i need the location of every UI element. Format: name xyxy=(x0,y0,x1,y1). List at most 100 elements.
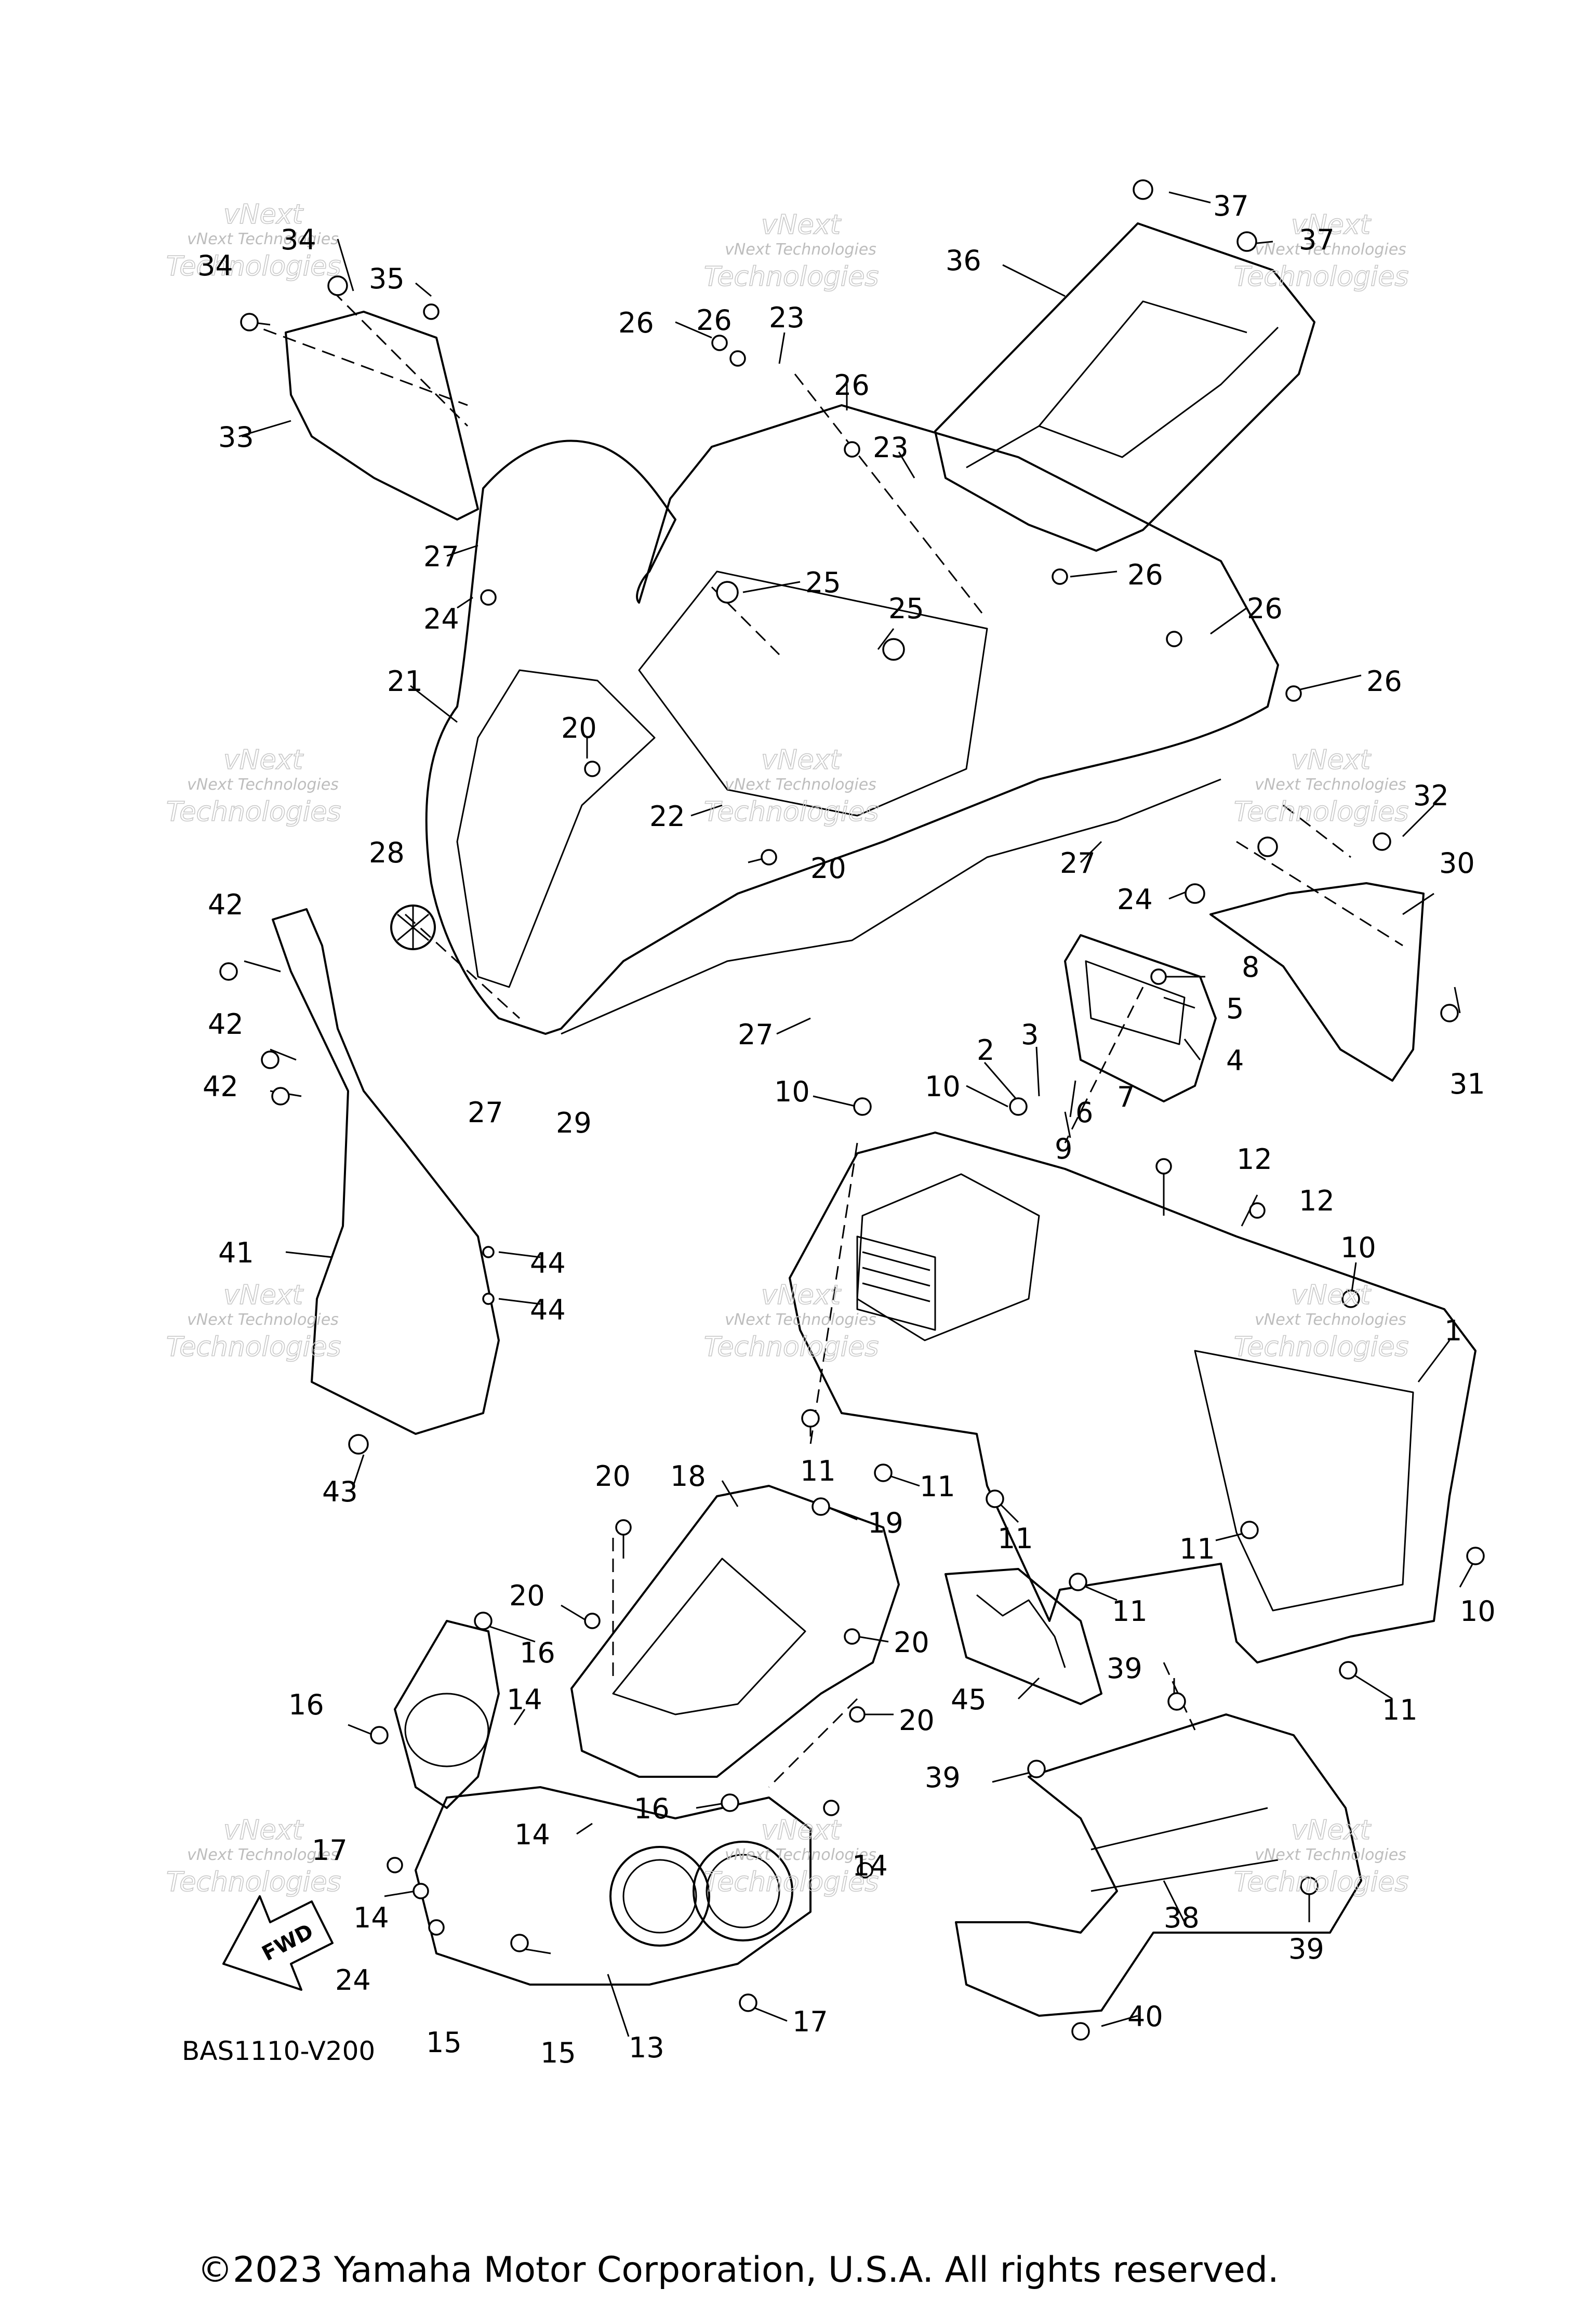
callout-27a: 27 xyxy=(423,540,459,573)
part-outlines xyxy=(272,222,1477,2017)
assembly-lines xyxy=(244,290,1403,1788)
callout-17b: 17 xyxy=(792,2005,828,2038)
meter-housing-inner xyxy=(1085,960,1186,1045)
lower-guard-38 xyxy=(955,1713,1362,2017)
headlight-lens-left-inner xyxy=(622,1859,697,1934)
headlight-lens-left xyxy=(609,1846,710,1947)
callout-27c: 27 xyxy=(468,1096,503,1129)
grille-28-spokes xyxy=(397,907,429,948)
callout-25a: 25 xyxy=(805,566,841,599)
watermark-2: vNext vNext Technologies Technologies xyxy=(703,209,879,293)
callout-26b: 26 xyxy=(618,307,654,339)
svg-text:Technologies: Technologies xyxy=(166,796,341,828)
callout-22: 22 xyxy=(649,800,685,833)
callout-2: 2 xyxy=(977,1034,994,1067)
grille-28 xyxy=(390,904,436,950)
watermark-4: vNext vNext Technologies Technologies xyxy=(166,744,341,828)
front-panel-1 xyxy=(789,1132,1477,1664)
callout-3: 3 xyxy=(1021,1018,1039,1051)
front-fender-21 xyxy=(425,404,1279,1035)
callout-34a: 34 xyxy=(197,249,233,282)
callout-31: 31 xyxy=(1449,1068,1485,1100)
callout-42a: 42 xyxy=(208,888,244,921)
callout-11b: 11 xyxy=(920,1470,955,1503)
callout-39c: 39 xyxy=(1288,1933,1324,1965)
svg-text:vNext: vNext xyxy=(1291,744,1371,776)
fwd-arrow-icon xyxy=(222,1895,334,1991)
callout-14d: 14 xyxy=(852,1850,888,1882)
callout-20c: 20 xyxy=(894,1626,929,1659)
callout-25b: 25 xyxy=(888,592,924,625)
watermark-11: vNext vNext Technologies Technologies xyxy=(703,1814,879,1898)
meter-housing-4 xyxy=(1064,934,1217,1102)
callout-6: 6 xyxy=(1075,1096,1093,1129)
watermarks: vNext vNext Technologies Technologies vN… xyxy=(166,198,1409,1898)
callout-28: 28 xyxy=(369,836,405,869)
callout-4: 4 xyxy=(1226,1044,1244,1077)
headlight-lens-right-inner xyxy=(706,1854,780,1928)
fender-center-panel xyxy=(638,570,988,817)
callout-9: 9 xyxy=(1055,1133,1072,1165)
svg-text:vNext: vNext xyxy=(223,1280,303,1311)
callout-23a: 23 xyxy=(769,301,805,334)
callout-14b: 14 xyxy=(514,1818,550,1851)
callout-20d: 20 xyxy=(899,1704,935,1737)
svg-text:vNext: vNext xyxy=(1291,209,1371,241)
svg-text:vNext: vNext xyxy=(1291,1280,1371,1311)
svg-text:Technologies: Technologies xyxy=(704,796,879,828)
watermark-1: vNext vNext Technologies Technologies xyxy=(166,198,341,283)
svg-text:vNext Technologies: vNext Technologies xyxy=(1255,776,1406,794)
watermark-7: vNext vNext Technologies Technologies xyxy=(166,1279,341,1363)
svg-text:vNext: vNext xyxy=(223,1815,303,1846)
copyright-notice: ©2023 Yamaha Motor Corporation, U.S.A. A… xyxy=(197,2250,1279,2291)
callout-33: 33 xyxy=(218,421,254,454)
callout-24b: 24 xyxy=(1117,883,1153,916)
callout-26d: 26 xyxy=(1127,558,1163,591)
headlight-cover-inner xyxy=(612,1558,806,1715)
callout-15b: 15 xyxy=(540,2037,576,2069)
callout-20a: 20 xyxy=(595,1460,631,1493)
svg-text:Technologies: Technologies xyxy=(704,261,879,292)
svg-text:vNext Technologies: vNext Technologies xyxy=(187,230,339,248)
callout-37a: 37 xyxy=(1213,190,1249,222)
callout-24a: 24 xyxy=(423,603,459,635)
svg-text:vNext Technologies: vNext Technologies xyxy=(1255,1311,1406,1329)
svg-text:vNext: vNext xyxy=(761,1280,841,1311)
svg-text:vNext: vNext xyxy=(761,1815,841,1846)
callout-42c: 42 xyxy=(203,1070,238,1103)
callout-39a: 39 xyxy=(1107,1652,1142,1685)
callout-11e: 11 xyxy=(1112,1595,1148,1628)
callout-13: 13 xyxy=(629,2031,664,2064)
svg-text:vNext Technologies: vNext Technologies xyxy=(725,241,876,259)
callout-labels: 1 2 3 4 5 6 7 8 9 10 10 10 10 11 11 11 1… xyxy=(197,190,1496,2069)
svg-text:vNext Technologies: vNext Technologies xyxy=(187,776,339,794)
headlight-housing-13 xyxy=(415,1786,812,1986)
callout-26f: 26 xyxy=(1366,665,1402,698)
callout-27d: 27 xyxy=(738,1018,774,1051)
callout-20f: 20 xyxy=(810,852,846,885)
svg-text:Technologies: Technologies xyxy=(166,251,341,282)
svg-text:Technologies: Technologies xyxy=(1234,1332,1408,1363)
svg-text:vNext Technologies: vNext Technologies xyxy=(725,776,876,794)
svg-text:vNext Technologies: vNext Technologies xyxy=(725,1311,876,1329)
callout-11d: 11 xyxy=(1179,1533,1215,1565)
top-cover-ridge xyxy=(966,300,1279,469)
watermark-12: vNext vNext Technologies Technologies xyxy=(1233,1814,1409,1898)
callout-29: 29 xyxy=(556,1107,592,1139)
watermark-9: vNext vNext Technologies Technologies xyxy=(1233,1279,1409,1363)
svg-text:vNext: vNext xyxy=(223,199,303,230)
air-duct-41 xyxy=(272,908,500,1435)
callout-14a: 14 xyxy=(507,1683,542,1716)
svg-text:vNext: vNext xyxy=(761,209,841,241)
callout-14c: 14 xyxy=(353,1901,389,1934)
callout-18: 18 xyxy=(670,1460,706,1493)
callout-7: 7 xyxy=(1117,1081,1135,1113)
callout-10b: 10 xyxy=(925,1070,961,1103)
svg-text:vNext Technologies: vNext Technologies xyxy=(1255,241,1406,259)
lower-guard-rib xyxy=(1090,1807,1279,1892)
fwd-label: FWD xyxy=(258,1919,317,1966)
callout-36: 36 xyxy=(946,244,981,277)
callout-43: 43 xyxy=(322,1475,358,1508)
svg-text:Technologies: Technologies xyxy=(1234,1867,1408,1898)
